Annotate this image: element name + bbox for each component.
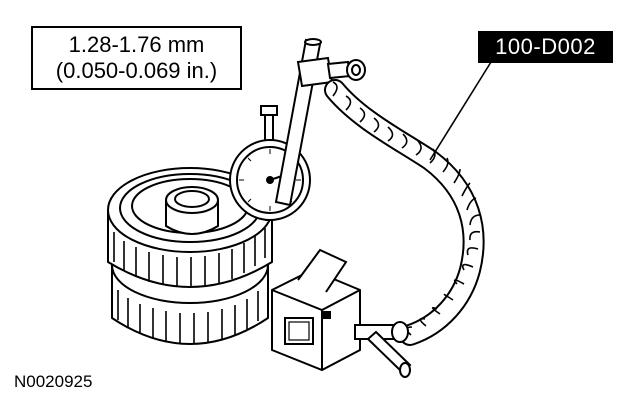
spec-metric: 1.28-1.76 mm (68, 32, 205, 57)
figure-id: N0020925 (14, 372, 93, 391)
flexible-arm (324, 79, 485, 346)
arm-segments (332, 81, 481, 336)
clutch-drum-assembly (107, 167, 273, 345)
magnetic-base (271, 248, 412, 378)
spec-imperial: (0.050-0.069 in.) (55, 58, 218, 83)
specification-box: 1.28-1.76 mm (0.050-0.069 in.) (31, 26, 242, 90)
upper-drum-teeth (113, 228, 266, 287)
tool-number-label: 100-D002 (478, 31, 613, 63)
indicator-holder-rod (274, 38, 366, 207)
tool-leader-line (429, 61, 492, 161)
lower-drum-teeth (117, 290, 259, 343)
